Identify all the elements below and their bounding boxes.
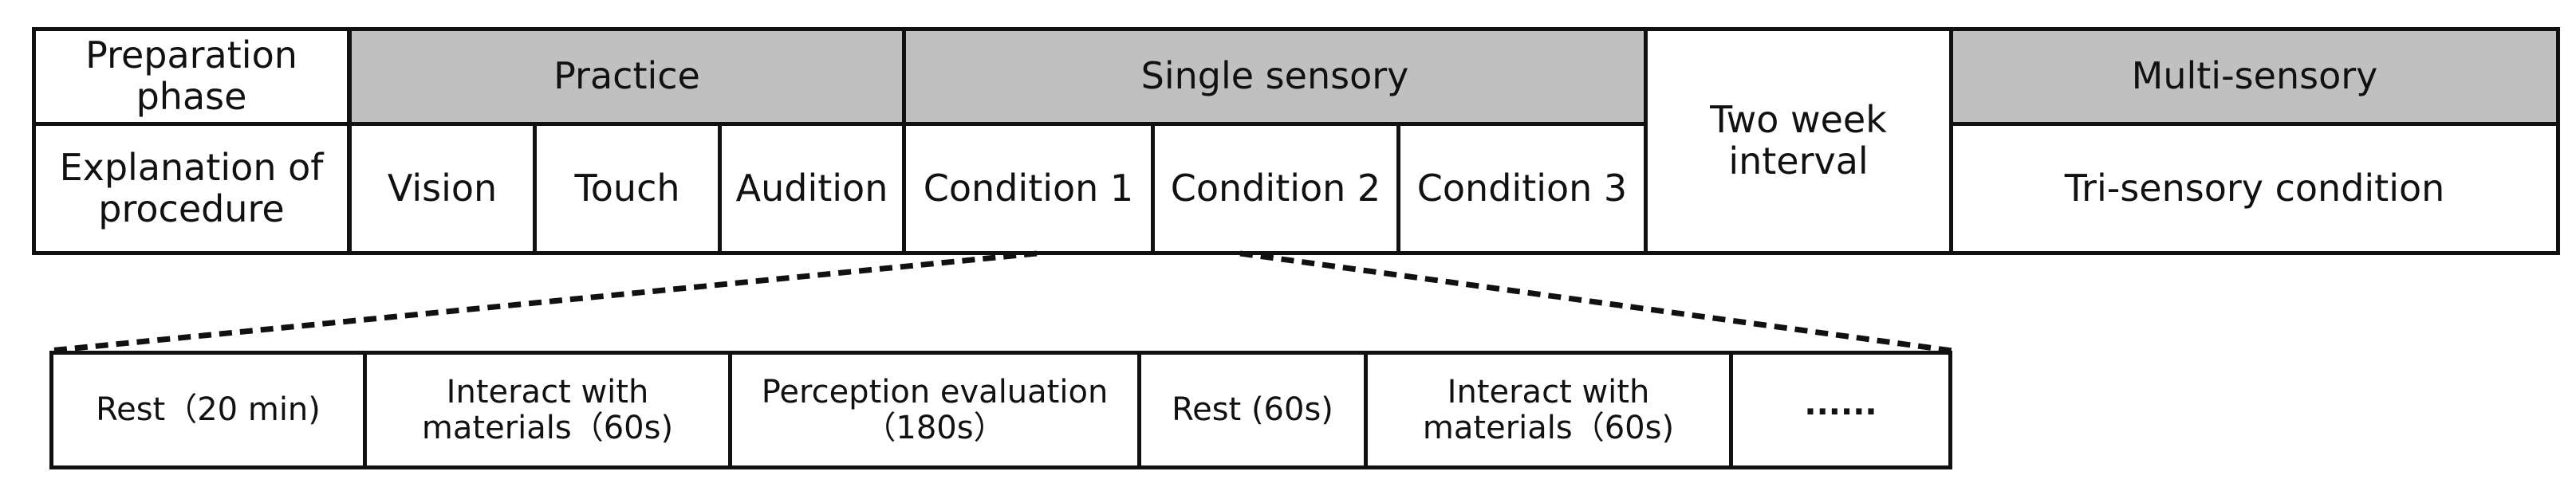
practice-header: Practice [348,27,906,126]
condition-3-label: Condition 3 [1416,166,1628,210]
sequence-step-interact-1: Interact with materials（60s) [363,351,732,469]
vision-cell: Vision [348,122,537,255]
preparation-phase-label: Preparation phase [85,33,297,118]
audition-cell: Audition [718,122,906,255]
condition-1-label: Condition 1 [923,166,1134,210]
condition-1-cell: Condition 1 [902,122,1155,255]
condition-2-cell: Condition 2 [1151,122,1400,255]
condition-2-label: Condition 2 [1170,166,1381,210]
sequence-step-ellipsis: ...... [1729,351,1952,469]
two-week-interval-cell: Two week interval [1644,27,1953,255]
sequence-step-rest-20min: Rest（20 min) [49,351,367,469]
multi-sensory-header: Multi-sensory [1949,27,2560,126]
sequence-step-label: Interact with materials（60s) [421,373,674,446]
sequence-step-label: Rest（20 min) [96,391,321,429]
single-sensory-label: Single sensory [1140,54,1409,98]
preparation-phase-header: Preparation phase [32,27,351,126]
touch-cell: Touch [533,122,722,255]
two-week-interval-label: Two week interval [1710,98,1887,183]
sequence-step-label: Perception evaluation （180s） [761,373,1109,446]
tri-sensory-cell: Tri-sensory condition [1949,122,2560,255]
audition-label: Audition [735,166,888,210]
condition-3-cell: Condition 3 [1396,122,1648,255]
practice-label: Practice [553,54,700,98]
sequence-step-label: ...... [1804,386,1877,423]
sequence-step-interact-2: Interact with materials（60s) [1364,351,1733,469]
sequence-step-perception-evaluation: Perception evaluation （180s） [728,351,1141,469]
tri-sensory-label: Tri-sensory condition [2064,166,2445,210]
expansion-line-right [1239,250,1953,354]
sequence-step-label: Rest (60s) [1172,391,1333,429]
sequence-step-label: Interact with materials（60s) [1422,373,1675,446]
sequence-step-rest-60s: Rest (60s) [1137,351,1368,469]
vision-label: Vision [387,166,498,210]
touch-label: Touch [574,166,680,210]
expansion-line-left [49,250,1038,354]
multi-sensory-label: Multi-sensory [2131,54,2378,98]
single-sensory-header: Single sensory [902,27,1648,126]
explanation-cell: Explanation of procedure [32,122,351,255]
explanation-label: Explanation of procedure [59,145,324,230]
